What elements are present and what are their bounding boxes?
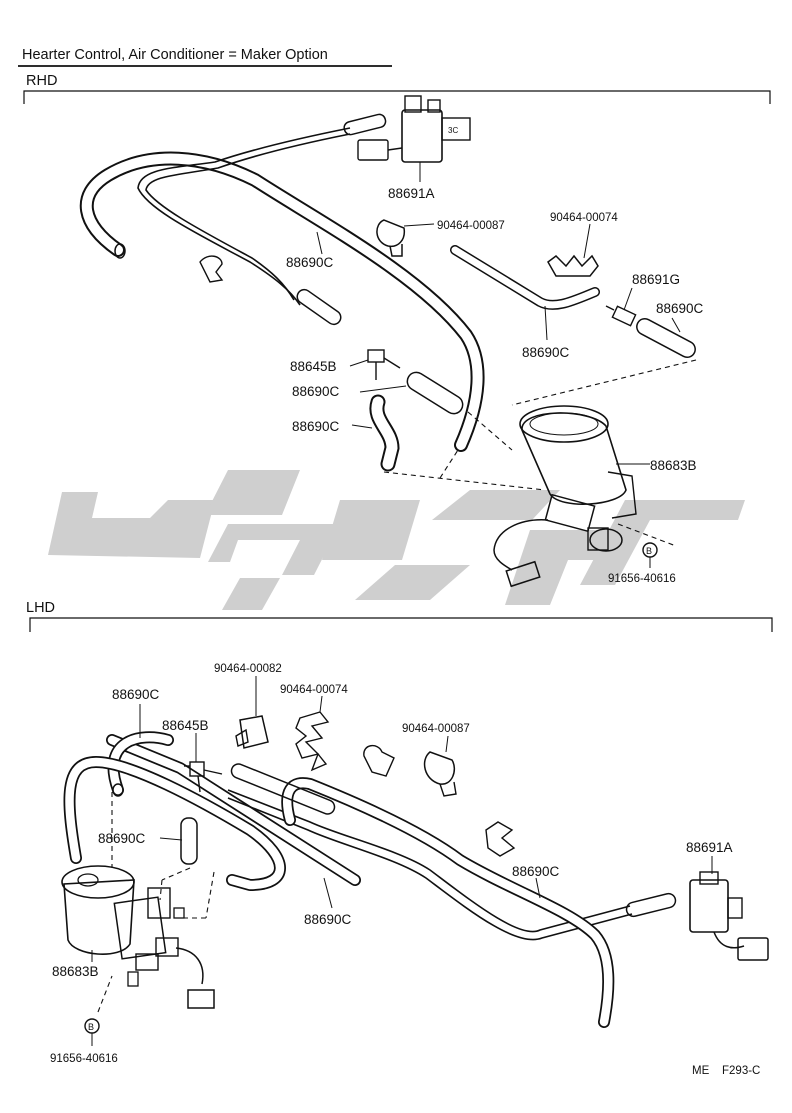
label-88691a-rhd: 88691A — [388, 186, 435, 201]
vacuum-line-lhd-2 — [227, 797, 633, 941]
section-bracket-lhd — [29, 617, 773, 632]
label-90464-00087-lhd: 90464-00087 — [402, 723, 470, 735]
clip-90464-00074-lhd — [295, 695, 330, 772]
label-88690c-lhd-b: 88690C — [98, 831, 146, 846]
label-88690c-rhd-c: 88690C — [656, 301, 704, 316]
label-91656-40616-rhd: 91656-40616 — [608, 573, 676, 585]
clip-small-lhd-2 — [485, 821, 516, 857]
clip-90464-00082-lhd — [235, 676, 269, 749]
label-88691g: 88691G — [632, 272, 680, 287]
label-90464-00082-lhd: 90464-00082 — [214, 663, 282, 675]
section-rhd: RHD 3C 88691A 90464-00087 — [23, 73, 771, 588]
t-connector-88645b-lhd — [184, 733, 223, 793]
guide-lines-lhd — [97, 792, 215, 1013]
svg-text:B: B — [646, 546, 652, 556]
t-connector-88645b-rhd — [349, 349, 401, 380]
bolt-91656-40616-rhd: B — [642, 542, 658, 568]
diagram-title: Hearter Control, Air Conditioner = Maker… — [22, 47, 328, 63]
tube-lhd-short-straight — [230, 763, 336, 815]
tube-end-lower — [296, 288, 342, 326]
clip-90464-00087-lhd — [423, 735, 457, 797]
label-88683b-lhd: 88683B — [52, 964, 99, 979]
svg-text:3C: 3C — [448, 126, 458, 135]
section-lhd: LHD 88690C — [26, 600, 773, 1065]
section-label-rhd: RHD — [26, 73, 57, 89]
leader-88690c-lhd-c — [535, 877, 541, 899]
footer-code-left: ME — [692, 1065, 710, 1077]
label-88690c-lhd-c: 88690C — [512, 864, 560, 879]
tube-88690c-main-inner — [81, 153, 483, 450]
svg-text:B: B — [88, 1022, 94, 1032]
tube-end-upper — [343, 113, 387, 136]
vsv-88691a-rhd: 3C — [357, 95, 471, 182]
canister-88683b-rhd — [493, 405, 650, 588]
bolt-91656-40616-lhd: B — [84, 1018, 100, 1046]
tube-88690c-rhd-d — [359, 371, 464, 415]
vacuum-line-rhd-2 — [145, 133, 351, 301]
section-bracket-rhd — [23, 90, 771, 104]
clip-90464-00087-rhd — [376, 219, 435, 257]
label-88690c-rhd-d: 88690C — [292, 384, 340, 399]
tube-end-left — [114, 243, 126, 259]
clip-small-left-rhd — [199, 255, 224, 283]
clip-small-lhd — [363, 745, 395, 777]
diagram-footer: ME F293-C — [692, 1065, 760, 1077]
label-88645b-lhd: 88645B — [162, 718, 209, 733]
label-88690c-rhd-a: 88690C — [286, 255, 334, 270]
connector-88691g — [605, 287, 637, 327]
tube-88690c-lhd-loop — [281, 777, 615, 1028]
leader-88690c-rhd-a — [316, 231, 323, 255]
tube-88690c-rhd-short — [636, 317, 696, 359]
tube-end-lhd-right — [625, 892, 677, 918]
vsv-88691a-lhd — [689, 856, 769, 961]
leader-88690c-lhd-d — [323, 877, 333, 909]
guide-lines-rhd — [383, 359, 697, 547]
label-88690c-rhd-b: 88690C — [522, 345, 570, 360]
label-91656-40616-lhd: 91656-40616 — [50, 1053, 118, 1065]
vacuum-line-lhd — [227, 789, 631, 933]
clip-90464-00074-rhd — [547, 223, 599, 277]
label-90464-00087-rhd: 90464-00087 — [437, 220, 505, 232]
label-90464-00074-lhd: 90464-00074 — [280, 684, 348, 696]
canister-88683b-lhd — [61, 865, 215, 1009]
diagram-header: Hearter Control, Air Conditioner = Maker… — [18, 47, 392, 67]
vacuum-line-rhd — [137, 127, 351, 306]
label-88645b-rhd: 88645B — [290, 359, 337, 374]
footer-code-right: F293-C — [722, 1065, 760, 1077]
tube-88690c-lhd-vertical — [159, 817, 198, 865]
watermark-logo — [48, 470, 745, 610]
tube-88690c-rhd-e — [351, 394, 400, 472]
label-90464-00074-rhd: 90464-00074 — [550, 212, 618, 224]
label-88683b-rhd: 88683B — [650, 458, 697, 473]
section-label-lhd: LHD — [26, 600, 55, 616]
label-88691a-lhd: 88691A — [686, 840, 733, 855]
label-88690c-lhd-a: 88690C — [112, 687, 160, 702]
label-88690c-rhd-e: 88690C — [292, 419, 340, 434]
label-88690c-lhd-d: 88690C — [304, 912, 352, 927]
